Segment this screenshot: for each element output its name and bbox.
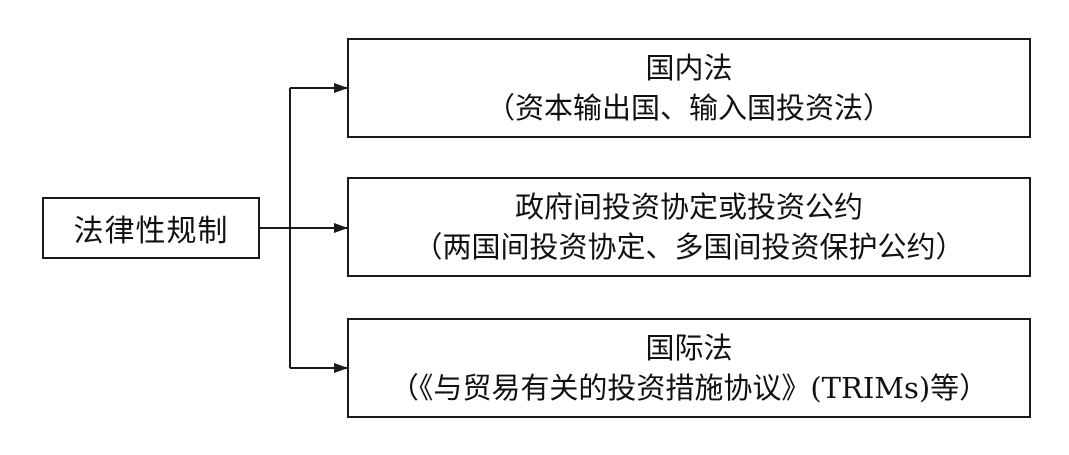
legal-regulation-box: 法律性规制 <box>42 197 260 259</box>
intergovernmental-agreements-title: 政府间投资协定或投资公约 <box>514 190 863 224</box>
domestic-law-title: 国内法 <box>645 51 733 85</box>
international-law-subtitle: （《与贸易有关的投资措施协议》(TRIMs)等） <box>389 371 989 405</box>
domestic-law-subtitle: （资本输出国、输入国投资法） <box>485 91 892 125</box>
intergovernmental-agreements-subtitle: （两国间投资协定、多国间投资保护公约） <box>413 230 965 264</box>
intergovernmental-agreements-box: 政府间投资协定或投资公约 （两国间投资协定、多国间投资保护公约） <box>347 177 1031 277</box>
international-law-box: 国际法 （《与贸易有关的投资措施协议》(TRIMs)等） <box>347 318 1031 418</box>
domestic-law-box: 国内法 （资本输出国、输入国投资法） <box>347 38 1031 138</box>
legal-regulation-label: 法律性规制 <box>73 214 229 249</box>
international-law-title: 国际法 <box>645 331 733 365</box>
